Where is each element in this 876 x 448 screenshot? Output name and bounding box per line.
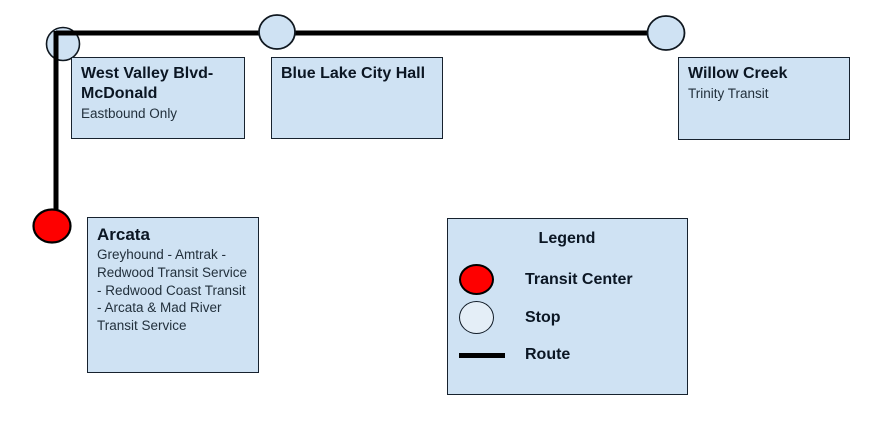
stop-title: West Valley Blvd-McDonald	[81, 65, 214, 102]
transit-center-circle-arcata	[32, 208, 72, 244]
stop-icon	[459, 301, 494, 334]
transit-center-label-box-arcata: Arcata Greyhound - Amtrak - Redwood Tran…	[87, 217, 259, 373]
transit-center-icon	[459, 264, 494, 295]
route-icon	[459, 352, 505, 358]
stop-circle-blue-lake	[258, 14, 296, 50]
stop-title: Arcata	[97, 225, 150, 244]
stop-subtitle: Trinity Transit	[688, 86, 769, 101]
stop-subtitle: Greyhound - Amtrak - Redwood Transit Ser…	[97, 247, 248, 333]
legend-title: Legend	[538, 230, 596, 247]
legend-label: Route	[525, 346, 571, 363]
stop-label-box-willow-creek: Willow Creek Trinity Transit	[678, 57, 850, 140]
stop-subtitle: Eastbound Only	[81, 106, 178, 121]
stop-circle-willow-creek	[646, 15, 686, 51]
legend-row-stop: Stop	[459, 301, 675, 334]
legend-box: Legend Transit Center Stop Route	[447, 218, 688, 395]
legend-label: Transit Center	[525, 270, 633, 288]
stop-label-box-blue-lake: Blue Lake City Hall	[271, 57, 443, 139]
stop-label-box-west-valley: West Valley Blvd-McDonald Eastbound Only	[71, 57, 245, 139]
legend-row-route: Route	[459, 346, 675, 364]
legend-row-transit-center: Transit Center	[459, 264, 675, 295]
legend-label: Stop	[525, 308, 561, 326]
stop-title: Blue Lake City Hall	[281, 65, 426, 82]
stop-title: Willow Creek	[688, 65, 788, 82]
